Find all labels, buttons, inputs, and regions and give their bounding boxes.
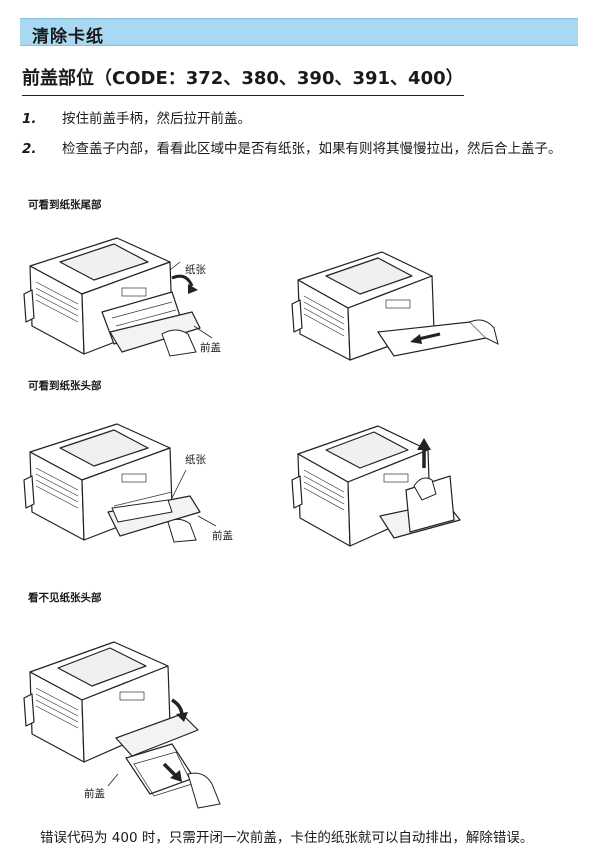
label-paper: 纸张 — [185, 454, 206, 466]
caption-head-hidden: 看不见纸张头部 — [28, 592, 102, 604]
label-front-cover: 前盖 — [200, 342, 221, 354]
label-front-cover: 前盖 — [212, 530, 233, 542]
printer-illustration-pull-paper — [291, 251, 499, 361]
label-front-cover: 前盖 — [84, 788, 105, 800]
printer-illustration-head-open — [23, 423, 217, 543]
printer-illustration-head-hidden — [23, 641, 221, 809]
printer-illustration-pull-up — [291, 425, 461, 547]
step-text: 按住前盖手柄，然后拉开前盖。 — [62, 111, 251, 127]
step-number: 2. — [22, 141, 37, 157]
caption-tail-visible: 可看到纸张尾部 — [28, 199, 102, 211]
section-title: 清除卡纸 — [32, 27, 104, 47]
caption-head-visible: 可看到纸张头部 — [28, 380, 102, 392]
subsection-title: 前盖部位（CODE：372、380、390、391、400） — [22, 64, 464, 96]
label-paper: 纸张 — [185, 264, 206, 276]
section-banner: 清除卡纸 — [20, 18, 578, 47]
step-number: 1. — [22, 111, 37, 127]
step-text: 检查盖子内部，看看此区域中是否有纸张，如果有则将其慢慢拉出，然后合上盖子。 — [62, 141, 562, 157]
footer-note: 错误代码为 400 时，只需开闭一次前盖，卡住的纸张就可以自动排出，解除错误。 — [40, 830, 534, 846]
printer-illustration-tail-open — [23, 237, 213, 357]
